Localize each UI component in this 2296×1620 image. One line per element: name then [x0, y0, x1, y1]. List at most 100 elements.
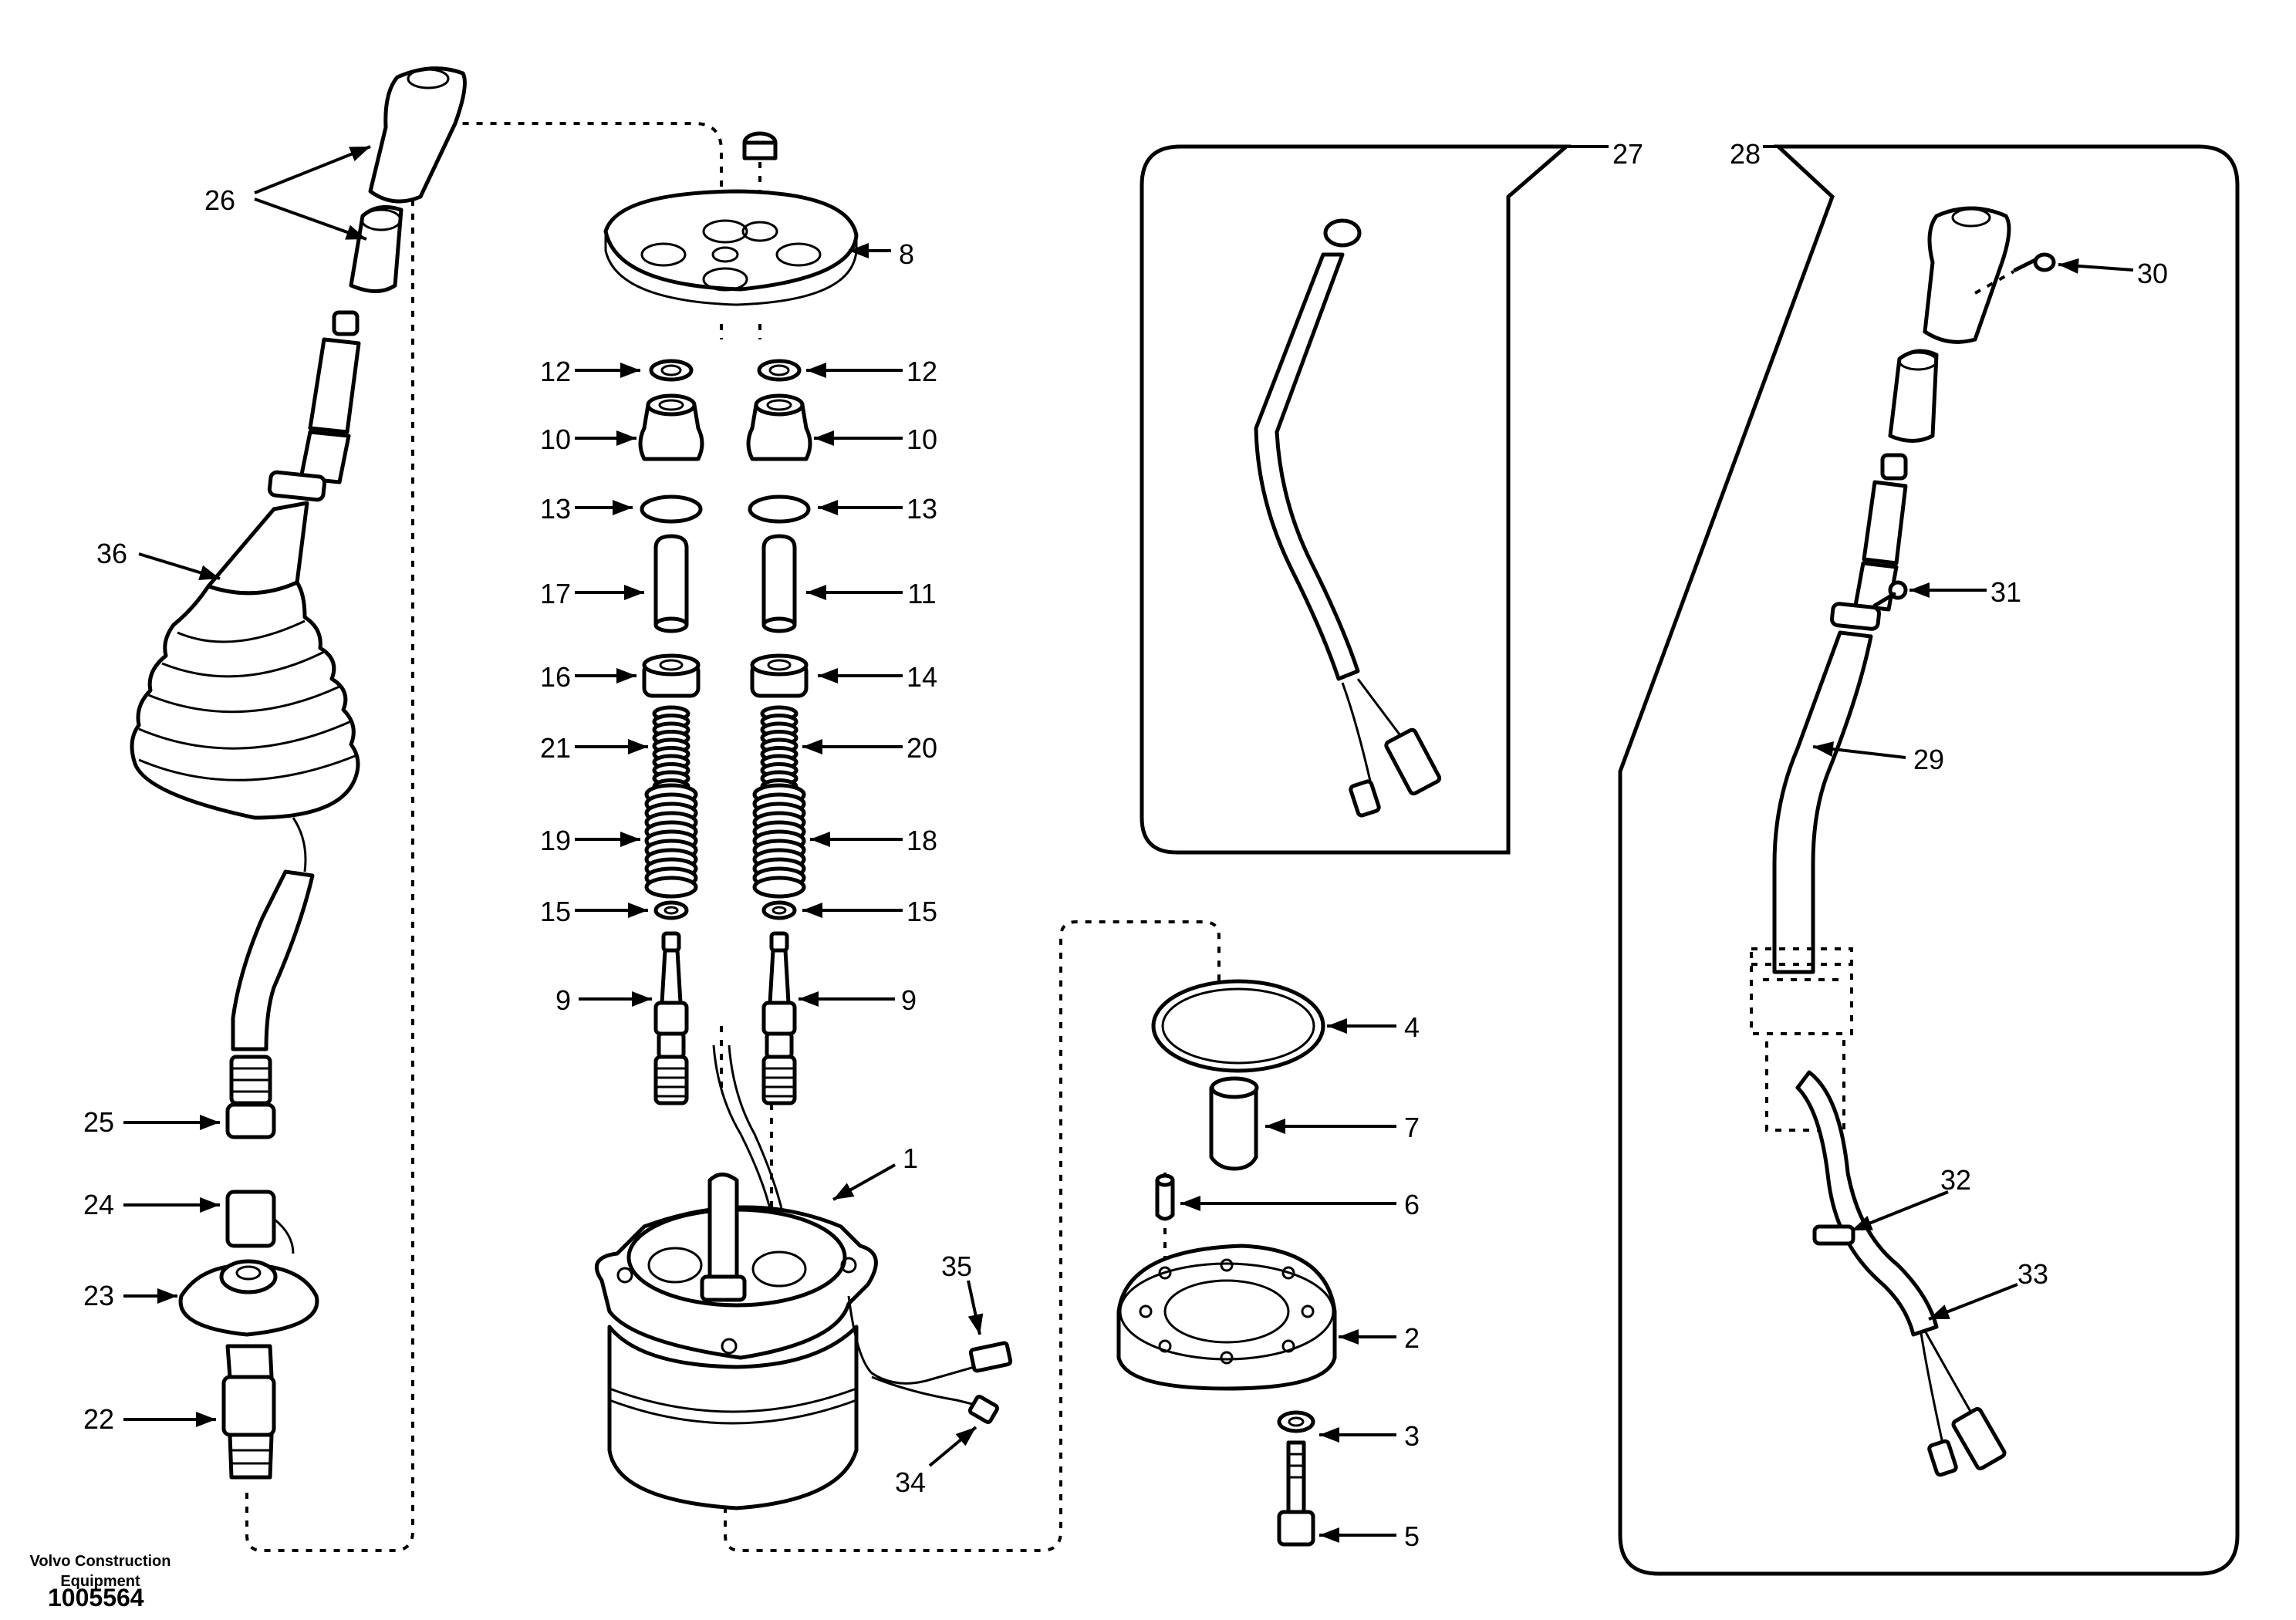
- callout-15a: 15: [540, 896, 648, 927]
- callout-label: 32: [1940, 1164, 1971, 1196]
- callout-9b: 9: [799, 984, 917, 1016]
- callout-30: 30: [2058, 258, 2168, 289]
- callout-36: 36: [96, 538, 221, 580]
- callout-label: 5: [1404, 1520, 1420, 1552]
- callout-label: 29: [1913, 744, 1944, 775]
- callout-12b: 12: [806, 356, 937, 387]
- callout-4: 4: [1327, 1011, 1420, 1043]
- pin-part: [1155, 1178, 1175, 1221]
- callout-13b: 13: [818, 493, 937, 525]
- footer-block: Volvo Construction Equipment 1005564: [30, 1553, 171, 1612]
- callout-label: 16: [540, 661, 571, 693]
- callout-20: 20: [802, 732, 937, 764]
- callout-label: 22: [83, 1403, 114, 1435]
- callout-15b: 15: [802, 896, 937, 927]
- callout-label: 19: [540, 825, 571, 856]
- callout-10a: 10: [540, 424, 636, 455]
- plate-part: [603, 189, 859, 292]
- washer-part: [1277, 1410, 1315, 1433]
- callout-33: 33: [1928, 1258, 2048, 1321]
- callout-16: 16: [540, 661, 636, 693]
- spring-part: [644, 783, 698, 899]
- callout-1: 1: [832, 1142, 918, 1201]
- callout-label: 12: [540, 356, 571, 387]
- handle-cap-part: [349, 204, 403, 293]
- detail-28: [1618, 144, 2240, 1576]
- company-name-line2: Equipment: [60, 1573, 140, 1590]
- callout-13a: 13: [540, 493, 633, 525]
- callout-2: 2: [1339, 1322, 1420, 1354]
- valve-parts-center: [594, 131, 1013, 1510]
- callout-3: 3: [1319, 1420, 1420, 1452]
- callout-label: 28: [1730, 138, 1761, 170]
- callout-31: 31: [1909, 576, 2021, 608]
- callout-label: 34: [895, 1466, 926, 1498]
- callout-35: 35: [941, 1250, 984, 1335]
- callout-27: 27: [1612, 138, 1643, 170]
- callout-17: 17: [540, 578, 644, 609]
- nut-part: [225, 1102, 276, 1139]
- callout-24: 24: [83, 1189, 220, 1220]
- callout-29: 29: [1812, 741, 1944, 775]
- callout-34: 34: [895, 1426, 977, 1498]
- callout-label: 12: [907, 356, 937, 387]
- connector-part: [967, 1395, 1000, 1424]
- company-name-line1: Volvo Construction: [30, 1553, 171, 1570]
- callout-label: 10: [540, 424, 571, 455]
- callout-label: 2: [1404, 1322, 1420, 1354]
- callout-label: 26: [204, 184, 235, 216]
- callout-label: 30: [2137, 258, 2168, 289]
- callout-label: 10: [907, 424, 937, 455]
- callout-11: 11: [806, 578, 937, 609]
- callout-6: 6: [1180, 1189, 1420, 1220]
- callout-label: 25: [83, 1106, 114, 1138]
- callout-label: 8: [899, 238, 914, 270]
- callout-label: 23: [83, 1280, 114, 1311]
- callout-label: 15: [907, 896, 937, 927]
- callout-label: 18: [907, 825, 937, 856]
- callout-label: 13: [907, 493, 937, 525]
- spring-part: [752, 783, 806, 899]
- callout-label: 31: [1990, 576, 2021, 608]
- callout-10b: 10: [814, 424, 937, 455]
- push-rod-part: [761, 931, 797, 1105]
- callout-26: 26: [204, 145, 371, 241]
- callout-9a: 9: [555, 984, 652, 1016]
- callout-label: 11: [907, 578, 936, 609]
- callout-label: 27: [1612, 138, 1643, 170]
- connector-part: [968, 1341, 1013, 1373]
- callout-25: 25: [83, 1106, 220, 1138]
- callout-label: 6: [1404, 1189, 1420, 1220]
- mounting-parts: [1116, 979, 1337, 1547]
- detail-27: [1140, 144, 1609, 855]
- callout-label: 9: [555, 984, 571, 1016]
- callout-12a: 12: [540, 356, 640, 387]
- callout-22: 22: [83, 1403, 216, 1435]
- drawing-number: 1005564: [48, 1584, 144, 1612]
- callout-label: 9: [901, 984, 917, 1016]
- callout-label: 15: [540, 896, 571, 927]
- callout-label: 14: [907, 661, 937, 693]
- callout-label: 1: [903, 1142, 918, 1174]
- callout-label: 35: [941, 1250, 972, 1282]
- callout-5: 5: [1319, 1520, 1420, 1552]
- universal-joint-part: [225, 1344, 274, 1379]
- push-rod-part: [653, 931, 689, 1105]
- callout-7: 7: [1265, 1112, 1420, 1143]
- spacer-plate-part: [1116, 1244, 1337, 1391]
- callout-label: 21: [540, 732, 571, 764]
- callout-label: 13: [540, 493, 571, 525]
- callout-label: 3: [1404, 1420, 1420, 1452]
- callout-23: 23: [83, 1280, 177, 1311]
- callout-label: 36: [96, 538, 127, 569]
- handle-grip-part: [368, 66, 467, 204]
- callout-21: 21: [540, 732, 648, 764]
- callout-label: 24: [83, 1189, 114, 1220]
- sleeve-part: [1209, 1085, 1258, 1171]
- callout-28: 28: [1730, 138, 1761, 170]
- callout-8: 8: [849, 238, 914, 270]
- o-ring-part: [1151, 979, 1325, 1073]
- callout-19: 19: [540, 825, 640, 856]
- callout-label: 33: [2017, 1258, 2048, 1290]
